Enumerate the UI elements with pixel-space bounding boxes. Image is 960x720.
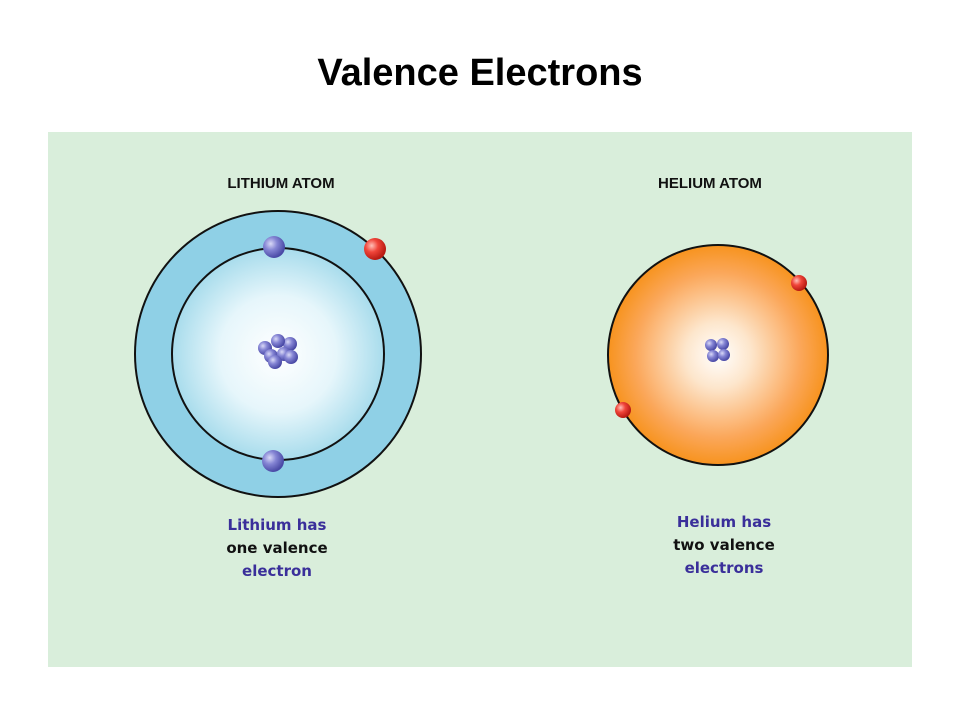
helium-atom	[607, 244, 829, 466]
lithium-caption-line2: one valence	[226, 539, 328, 557]
helium-caption: Helium has two valence electrons	[604, 511, 844, 580]
lithium-atom	[134, 210, 422, 498]
lithium-valence-electron	[364, 238, 386, 260]
lithium-nucleus	[258, 334, 298, 369]
helium-caption-line1: Helium has	[676, 513, 772, 531]
lithium-caption-line3: electron	[242, 562, 312, 580]
helium-caption-line3: electrons	[684, 559, 764, 577]
lithium-caption-line1: Lithium has	[227, 516, 327, 534]
helium-caption-line2: two valence	[673, 536, 775, 554]
lithium-caption: Lithium has one valence electron	[157, 514, 397, 583]
lithium-heading: LITHIUM ATOM	[227, 175, 335, 192]
helium-valence-electron	[615, 402, 631, 418]
slide-title: Valence Electrons	[317, 52, 643, 94]
helium-nucleus	[705, 338, 730, 362]
lithium-inner-electron	[263, 236, 285, 258]
lithium-inner-electron	[262, 450, 284, 472]
helium-heading: HELIUM ATOM	[658, 175, 762, 192]
helium-valence-electron	[791, 275, 807, 291]
